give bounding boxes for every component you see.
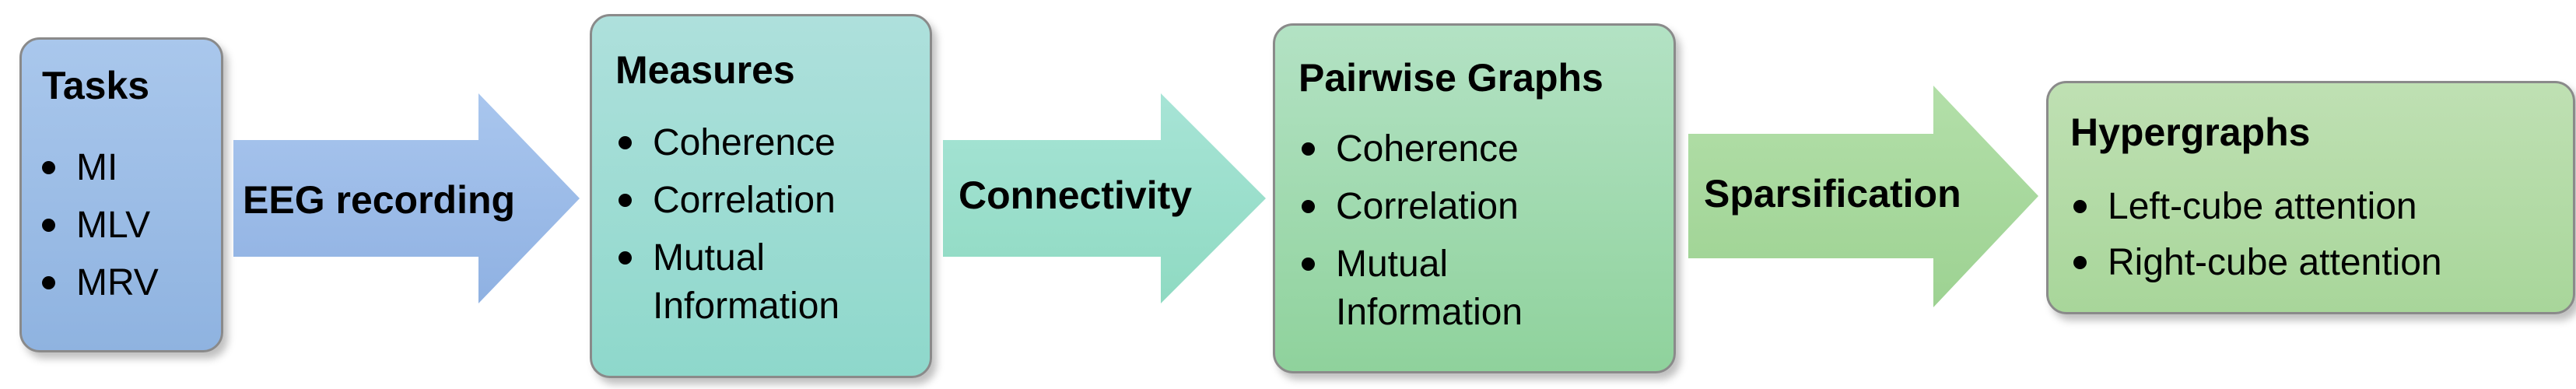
list-item: Coherence bbox=[615, 119, 839, 167]
list-item: MI bbox=[39, 139, 159, 197]
list-item: MRV bbox=[39, 254, 159, 312]
list-item: Correlation bbox=[1299, 183, 1523, 231]
bullet-icon bbox=[42, 161, 55, 174]
list-item: Correlation bbox=[615, 177, 839, 225]
hypergraphs-list: Left-cube attention Right-cube attention bbox=[2070, 183, 2442, 287]
eeg-recording-label: EEG recording bbox=[243, 178, 516, 222]
list-item: Right-cube attention bbox=[2070, 239, 2442, 287]
list-item: Left-cube attention bbox=[2070, 183, 2442, 231]
list-item: MLV bbox=[39, 197, 159, 254]
arrow-shape bbox=[943, 93, 1266, 303]
hypergraphs-title: Hypergraphs bbox=[2070, 110, 2311, 154]
eeg-recording-arrow bbox=[233, 93, 580, 303]
bullet-icon bbox=[619, 194, 632, 207]
pairwise-graphs-title: Pairwise Graphs bbox=[1299, 56, 1603, 100]
bullet-icon bbox=[1302, 258, 1315, 271]
bullet-icon bbox=[42, 276, 55, 289]
bullet-icon bbox=[619, 136, 632, 149]
tasks-title: Tasks bbox=[42, 64, 150, 107]
bullet-icon bbox=[619, 251, 632, 265]
tasks-list: MI MLV MRV bbox=[39, 139, 159, 312]
bullet-icon bbox=[2073, 200, 2087, 213]
bullet-icon bbox=[1302, 200, 1315, 213]
bullet-icon bbox=[2073, 256, 2087, 269]
connectivity-label: Connectivity bbox=[959, 173, 1193, 217]
bullet-icon bbox=[42, 219, 55, 232]
list-item: Coherence bbox=[1299, 125, 1523, 173]
bullet-icon bbox=[1302, 142, 1315, 156]
arrow-shape bbox=[1688, 86, 2038, 307]
sparsification-arrow bbox=[1688, 86, 2038, 307]
tasks-box: Tasks MI MLV MRV bbox=[19, 37, 223, 352]
pairwise-graphs-box: Pairwise Graphs Coherence Correlation Mu… bbox=[1273, 23, 1676, 373]
arrow-shape bbox=[233, 93, 580, 303]
hypergraphs-box: Hypergraphs Left-cube attention Right-cu… bbox=[2046, 81, 2575, 314]
measures-title: Measures bbox=[615, 48, 795, 92]
sparsification-label: Sparsification bbox=[1704, 172, 1961, 216]
connectivity-arrow bbox=[943, 93, 1266, 303]
